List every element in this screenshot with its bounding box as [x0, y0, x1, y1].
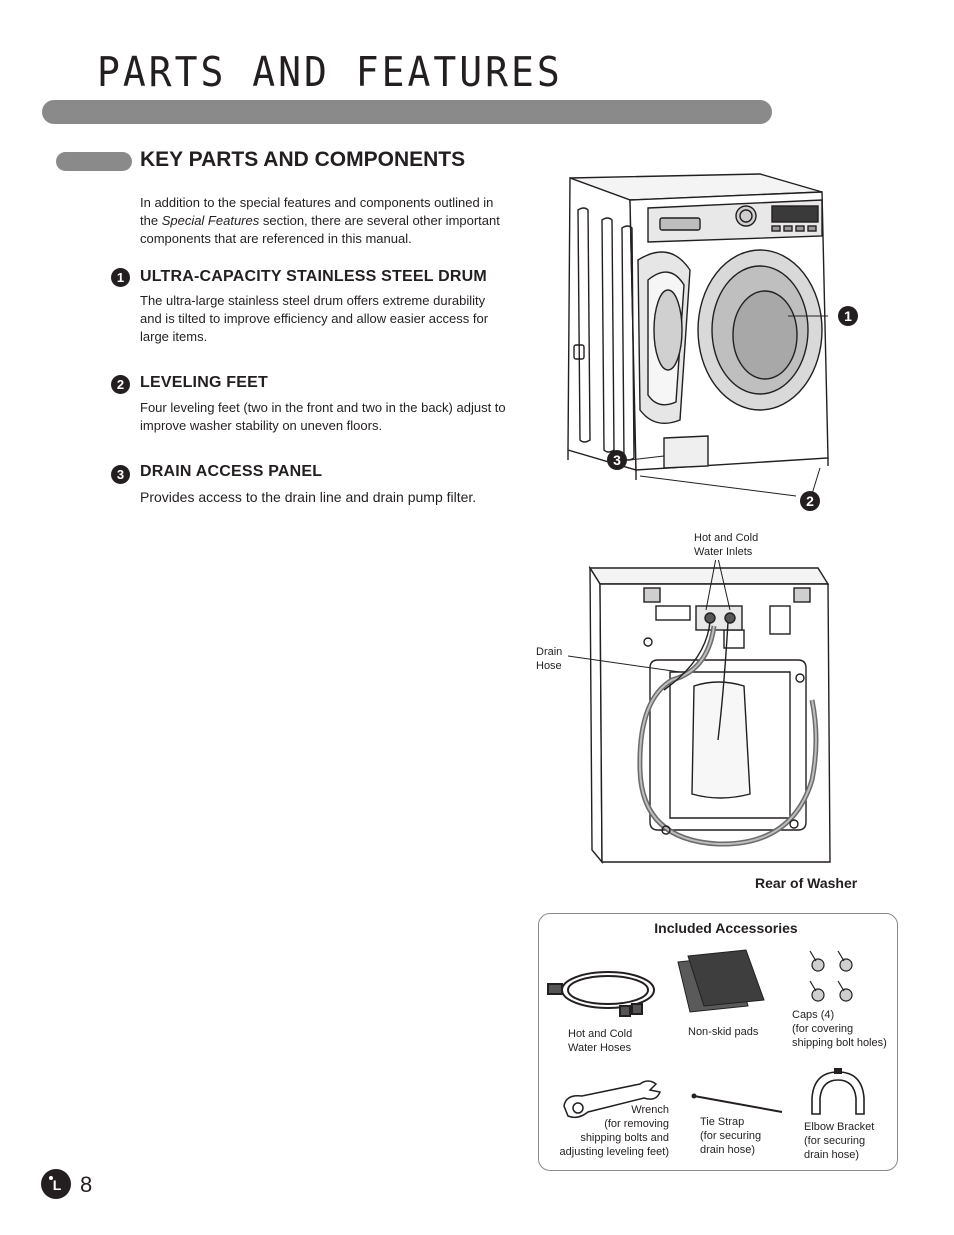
svg-text:L: L	[53, 1177, 62, 1193]
lg-logo: L	[41, 1169, 71, 1199]
wrench-label-4: adjusting leveling feet)	[559, 1146, 669, 1158]
accessories-box	[538, 913, 898, 1171]
section-marker	[56, 152, 132, 171]
item-2-body: Four leveling feet (two in the front and…	[140, 400, 506, 433]
accessories-title: Included Accessories	[654, 920, 798, 936]
wrench-icon	[563, 1080, 662, 1119]
pads-label: Non-skid pads	[688, 1026, 759, 1038]
wrench-label-3: shipping bolts and	[580, 1132, 669, 1144]
drain-label-line2: Hose	[536, 660, 562, 672]
page-title: PARTS AND FEATURES	[97, 48, 563, 96]
page-number: 8	[80, 1172, 93, 1197]
callout-3-badge: 3	[607, 450, 627, 470]
hoses-label-2: Water Hoses	[568, 1042, 632, 1054]
title-bar	[42, 100, 772, 124]
tie-strap-label-2: (for securing	[700, 1130, 762, 1142]
rear-caption: Rear of Washer	[755, 875, 858, 891]
tie-strap-icon	[691, 1093, 783, 1113]
item-2-number: 2	[111, 375, 130, 394]
elbow-label-3: drain hose)	[804, 1149, 860, 1161]
item-3-title: DRAIN ACCESS PANEL	[140, 463, 323, 480]
inlets-label-line1: Hot and Cold	[694, 532, 759, 544]
caps-icon	[809, 950, 853, 1002]
item-2-title: LEVELING FEET	[140, 374, 268, 391]
intro-text-italic: Special Features	[161, 213, 260, 228]
front-washer-illustration	[567, 173, 829, 497]
item-1-number: 1	[111, 268, 130, 287]
intro-text-start: In addition to the special features and …	[140, 195, 494, 228]
elbow-label-1: Elbow Bracket	[804, 1121, 875, 1133]
item-3-body: Provides access to the drain line and dr…	[140, 489, 477, 505]
item-1-title: ULTRA-CAPACITY STAINLESS STEEL DRUM	[140, 268, 487, 285]
drain-label-line1: Drain	[536, 646, 563, 658]
callout-1-badge: 1	[838, 306, 858, 326]
caps-label-2: (for covering	[792, 1023, 854, 1035]
wrench-label-2: (for removing	[604, 1118, 669, 1130]
section-title: KEY PARTS AND COMPONENTS	[140, 148, 466, 171]
tie-strap-label-3: drain hose)	[700, 1144, 756, 1156]
water-hoses-icon	[547, 971, 655, 1017]
elbow-bracket-icon	[811, 1068, 865, 1115]
item-3-number: 3	[111, 465, 130, 484]
item-1-body: The ultra-large stainless steel drum off…	[140, 293, 489, 344]
wrench-label-1: Wrench	[631, 1104, 669, 1116]
intro-paragraph: In addition to the special features and …	[140, 194, 510, 248]
tie-strap-label-1: Tie Strap	[700, 1116, 745, 1128]
hoses-label-1: Hot and Cold	[568, 1028, 633, 1040]
elbow-label-2: (for securing	[804, 1135, 866, 1147]
non-skid-pads-icon	[677, 949, 765, 1013]
callout-2-badge: 2	[800, 491, 820, 511]
caps-label-1: Caps (4)	[792, 1009, 835, 1021]
inlets-label-line2: Water Inlets	[694, 546, 753, 558]
intro-text-end: section, there are several other importa…	[140, 213, 500, 246]
rear-washer-illustration	[568, 560, 831, 864]
caps-label-3: shipping bolt holes)	[792, 1037, 887, 1049]
